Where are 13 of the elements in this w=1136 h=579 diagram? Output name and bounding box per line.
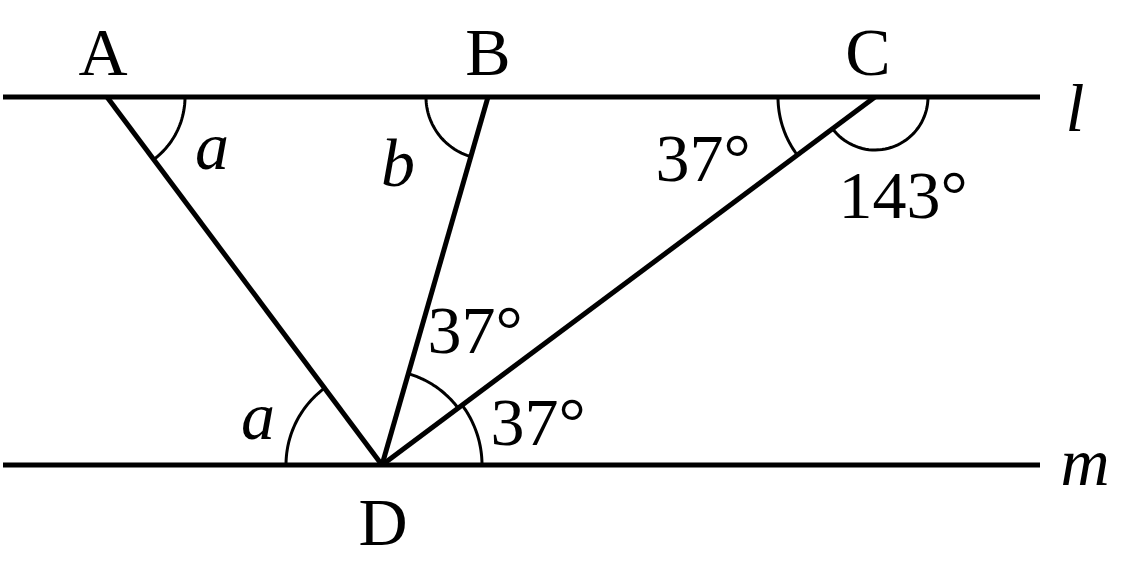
angle-label: 37° — [427, 296, 523, 364]
angle-label: 37° — [655, 124, 751, 192]
point-label: A — [78, 18, 128, 86]
point-label: D — [358, 488, 408, 556]
angle-label: a — [241, 382, 275, 450]
line-label: l — [1065, 74, 1085, 142]
angle-label: a — [195, 112, 229, 180]
angle-label: b — [381, 129, 415, 197]
angle-label: 143° — [838, 161, 968, 229]
angle-label: 37° — [490, 388, 586, 456]
line-label: m — [1060, 428, 1110, 496]
point-label: C — [845, 18, 891, 86]
point-label: B — [465, 18, 511, 86]
